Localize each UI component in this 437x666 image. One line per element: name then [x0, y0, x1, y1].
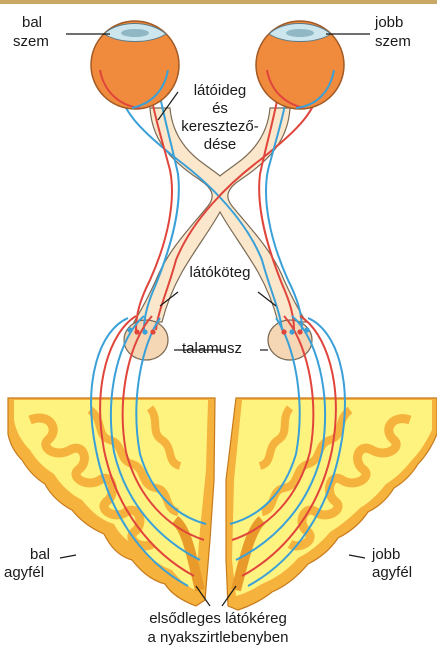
label-chiasm-4: dése [175, 136, 265, 154]
label-chiasm-3: keresztező- [170, 118, 270, 136]
label-left-eye-2: szem [13, 33, 49, 51]
label-left-hemisphere-1: bal [30, 546, 50, 564]
label-right-hemisphere-2: agyfél [372, 564, 412, 582]
label-right-eye-2: szem [375, 33, 411, 51]
label-right-eye-1: jobb [375, 14, 403, 32]
label-left-eye-1: bal [22, 14, 42, 32]
label-thalamus: talamusz [182, 340, 242, 358]
label-optic-tract: látóköteg [170, 264, 270, 282]
top-border [0, 0, 437, 4]
label-chiasm-1: látóideg [175, 82, 265, 100]
label-cortex-1: elsődleges látókéreg [118, 610, 318, 628]
label-chiasm-2: és [175, 100, 265, 118]
label-cortex-2: a nyakszirtlebenyben [118, 629, 318, 647]
label-left-hemisphere-2: agyfél [4, 564, 44, 582]
label-right-hemisphere-1: jobb [372, 546, 400, 564]
